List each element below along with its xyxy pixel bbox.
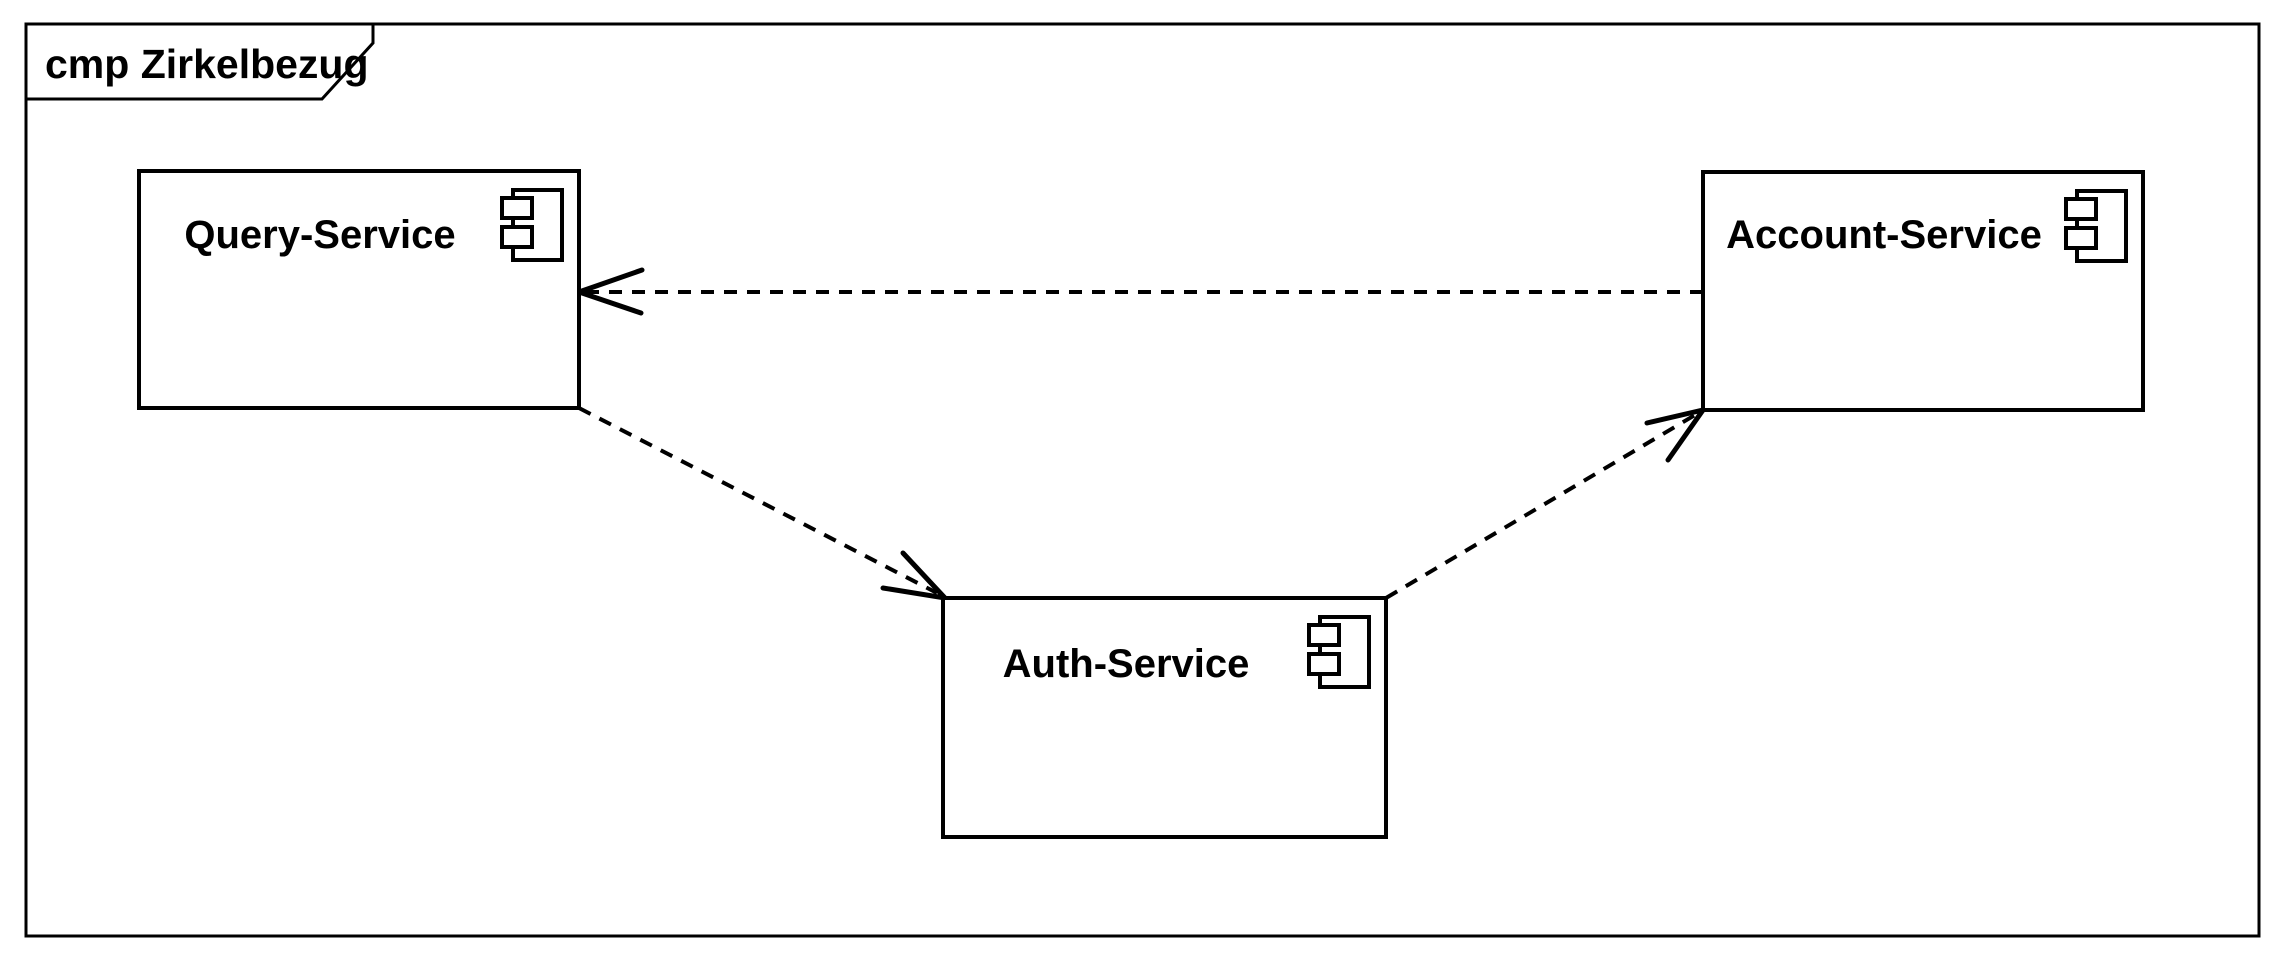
component-label: Query-Service [184, 213, 455, 257]
diagram-frame [24, 22, 2261, 938]
dependency-line [578, 406, 938, 595]
component-label: Auth-Service [1003, 642, 1250, 686]
dependency-account-to-query[interactable] [571, 267, 1703, 316]
uml-component-icon [1307, 615, 1371, 689]
dependency-auth-to-account[interactable] [1384, 406, 1709, 600]
component-query-service[interactable]: Query-Service [137, 169, 581, 410]
frame-title: cmp Zirkelbezug [45, 41, 369, 87]
uml-component-icon [500, 188, 564, 262]
open-arrowhead-icon [880, 550, 952, 602]
dependency-query-to-auth[interactable] [578, 406, 952, 602]
component-label: Account-Service [1726, 213, 2042, 257]
uml-component-icon [2064, 189, 2128, 263]
frame-title-tab [24, 22, 375, 101]
component-auth-service[interactable]: Auth-Service [941, 596, 1388, 839]
component-account-service[interactable]: Account-Service [1701, 170, 2145, 412]
dependency-line [1384, 413, 1697, 600]
